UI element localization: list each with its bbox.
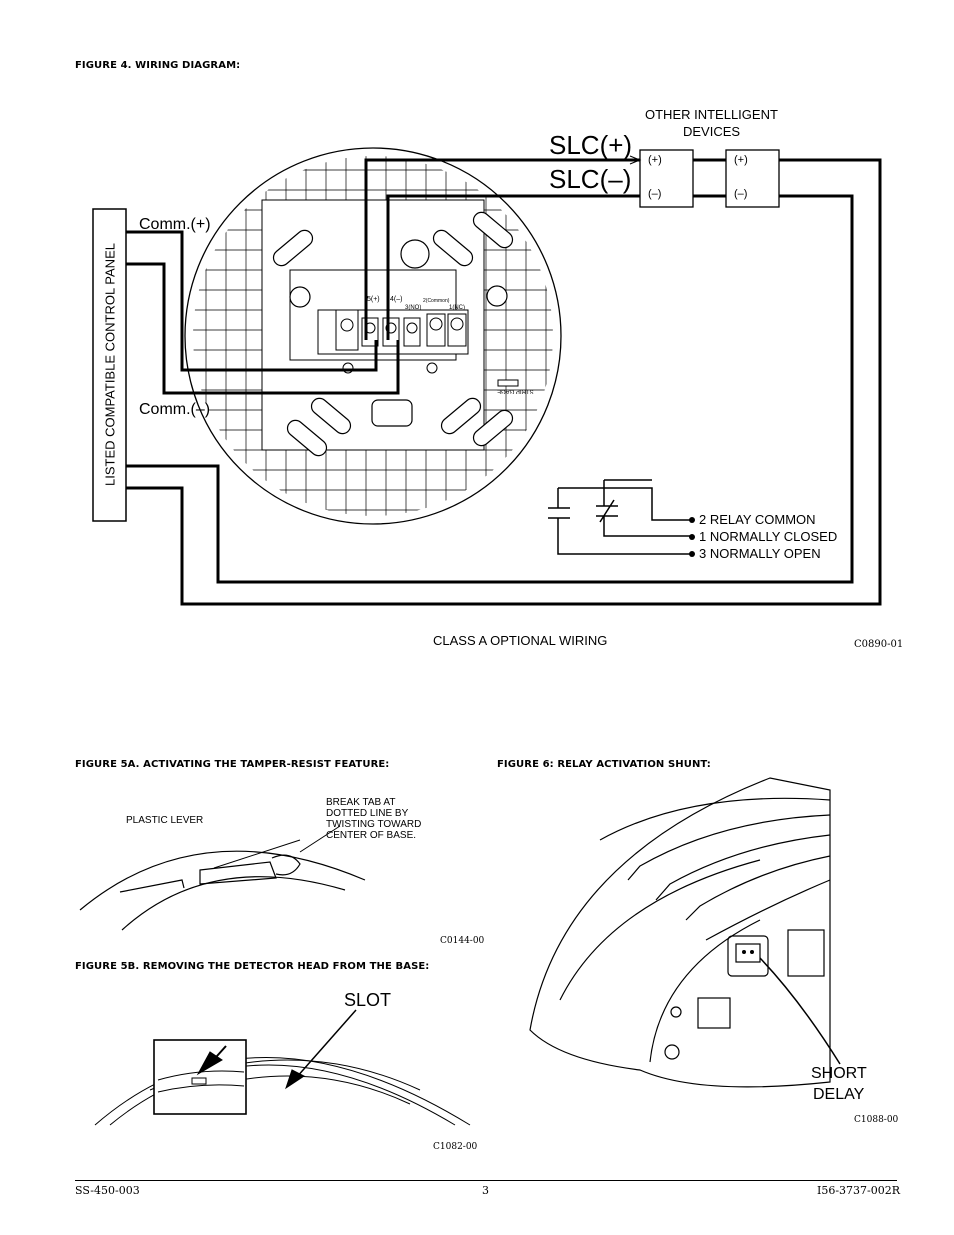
figure4-title: FIGURE 4. WIRING DIAGRAM: — [75, 60, 241, 71]
slc-minus-label: SLC(–) — [549, 164, 632, 194]
figure5a-title: FIGURE 5A. ACTIVATING THE TAMPER-RESIST … — [75, 759, 390, 770]
relay-terminal-dots — [689, 517, 695, 557]
detector-base — [184, 147, 562, 525]
figure6-title: FIGURE 6: RELAY ACTIVATION SHUNT: — [497, 759, 711, 770]
control-panel-label: LISTED COMPATIBLE CONTROL PANEL — [102, 243, 118, 486]
footer-right: I56-3737-002R — [817, 1184, 901, 1197]
slc-line-markers — [629, 155, 642, 165]
figure5a-drawing — [79, 825, 366, 931]
strip-gage-label: STRIP GAGE — [497, 388, 534, 394]
class-a-caption: CLASS A OPTIONAL WIRING — [433, 633, 608, 648]
short-label: SHORT — [811, 1065, 867, 1082]
footer-page-number: 3 — [482, 1184, 489, 1197]
relay-nc-label: 1 NORMALLY CLOSED — [699, 529, 838, 544]
other-devices-label-2: DEVICES — [683, 124, 741, 139]
figure6-code: C1088-00 — [854, 1115, 899, 1125]
slot-label: SLOT — [344, 990, 392, 1010]
slc-plus-label: SLC(+) — [549, 130, 633, 160]
figure4-code: C0890-01 — [854, 639, 904, 650]
footer-left: SS-450-003 — [75, 1184, 140, 1197]
terminal-1-label: 1(NC) — [449, 305, 465, 311]
other-devices-label: OTHER INTELLIGENT — [645, 107, 778, 122]
terminal-2-label: 2(Common) — [423, 298, 450, 304]
device-box-1 — [639, 149, 694, 208]
figure5b-code: C1082-00 — [433, 1142, 478, 1152]
footer-rule — [75, 1180, 897, 1181]
relay-contacts — [548, 479, 690, 555]
terminal-4-label: 4(–) — [390, 296, 403, 303]
relay-common-label: 2 RELAY COMMON — [699, 512, 816, 527]
plastic-lever-label: PLASTIC LEVER — [126, 815, 204, 826]
comm-minus-label: Comm.(–) — [139, 401, 211, 418]
device-box-2 — [725, 149, 780, 208]
break-tab-label: BREAK TAB AT DOTTED LINE BY TWISTING TOW… — [326, 797, 422, 841]
figure5b-drawing — [94, 1009, 471, 1126]
device1-minus: (–) — [648, 188, 662, 200]
device2-minus: (–) — [734, 188, 748, 200]
device2-plus: (+) — [734, 154, 748, 166]
figure5a-code: C0144-00 — [440, 936, 485, 946]
comm-plus-label: Comm.(+) — [139, 216, 211, 233]
terminal-5-label: 5(+) — [367, 296, 380, 303]
figure5b-title: FIGURE 5B. REMOVING THE DETECTOR HEAD FR… — [75, 961, 430, 972]
delay-label: DELAY — [813, 1086, 865, 1103]
control-panel-box — [92, 208, 127, 522]
wiring — [126, 158, 882, 606]
figure6-drawing — [529, 777, 841, 1088]
relay-no-label: 3 NORMALLY OPEN — [699, 546, 821, 561]
device1-plus: (+) — [648, 154, 662, 166]
terminal-3-label: 3(NO) — [405, 305, 422, 311]
